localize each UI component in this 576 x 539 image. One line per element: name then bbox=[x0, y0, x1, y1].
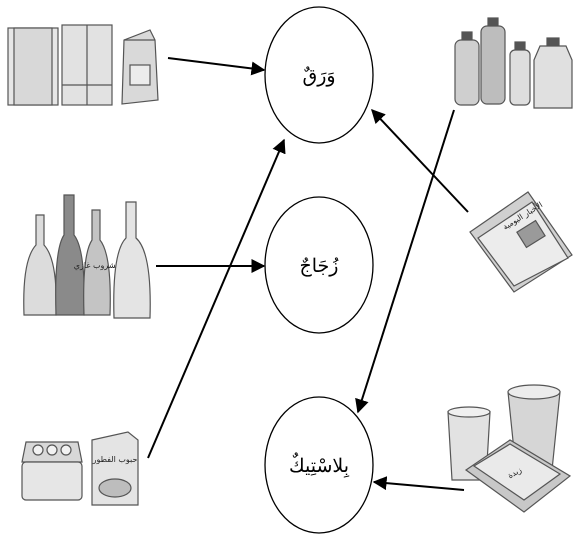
arrow-bags-to-paper bbox=[167, 57, 266, 76]
circle-glass: زُجَاجٌ bbox=[264, 196, 374, 334]
paper-bags-image bbox=[7, 24, 159, 106]
arrow-cereal-to-paper bbox=[147, 138, 286, 459]
glass-bottles-image: مشروب غازي bbox=[23, 194, 151, 319]
cereal-box-label: حبوب الفطور bbox=[92, 455, 138, 464]
circle-paper: وَرَقٌ bbox=[264, 6, 374, 144]
egg-carton-image bbox=[21, 441, 83, 501]
arrow-plastic-bottles-to-plastic bbox=[355, 109, 455, 414]
circle-plastic: بِلاسْتِيكٌ bbox=[264, 396, 374, 534]
circle-plastic-label: بِلاسْتِيكٌ bbox=[289, 452, 350, 478]
arrow-newspaper-to-paper bbox=[371, 108, 469, 213]
newspaper-image: الأخبار اليومية bbox=[469, 191, 573, 293]
cereal-box-image: حبوب الفطور bbox=[91, 431, 139, 506]
circle-paper-label: وَرَقٌ bbox=[302, 65, 335, 87]
circle-glass-label: زُجَاجٌ bbox=[300, 255, 340, 277]
plastic-bottles-image bbox=[454, 17, 573, 109]
arrow-tubs-to-plastic bbox=[372, 476, 465, 491]
soda-bottle-label: مشروب غازي bbox=[74, 261, 121, 270]
plastic-tubs-image: زبدة bbox=[447, 384, 572, 513]
